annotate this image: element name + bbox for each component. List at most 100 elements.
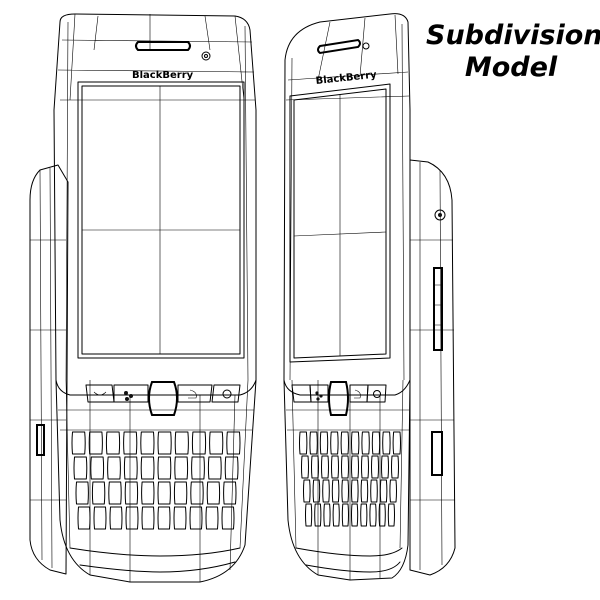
keyboard-key [205,506,219,530]
keyboard-key [321,455,329,479]
keyboard-key [303,479,311,503]
angled-phone-camera [362,42,370,50]
front-phone-speaker [135,41,191,51]
keyboard-key [206,481,221,505]
keyboard-key [323,503,331,527]
keyboard-key [123,431,138,455]
front-phone: BlackBerry [29,13,257,583]
keyboard-key [73,456,88,480]
keyboard-key [140,431,155,455]
keyboard-key [360,479,369,503]
keyboard-key [173,506,187,530]
keyboard-key [379,479,388,503]
keyboard-key [371,455,379,479]
keyboard-key [75,481,89,505]
keyboard-key [141,506,155,530]
angled-phone-trackpad [328,381,349,416]
caption: Subdivision Model [426,20,600,84]
keyboard-key [369,503,377,527]
keyboard-key [332,503,340,527]
keyboard-key [341,503,349,527]
front-phone-camera [201,51,211,61]
keyboard-key [157,456,172,480]
front-phone-end-button [211,384,241,403]
keyboard-key [392,431,401,455]
keyboard-key [141,481,155,505]
keyboard-key [381,455,389,479]
keyboard-key [125,506,139,530]
keyboard-key [174,456,189,480]
front-phone-screen [77,81,245,359]
keyboard-key [157,506,171,530]
keyboard-key [389,479,397,503]
front-phone-keyboard [71,431,241,530]
keyboard-key [309,431,318,455]
keyboard-key [361,431,370,455]
front-phone-trackpad [148,381,178,416]
keyboard-key [351,503,359,527]
keyboard-key [370,479,378,503]
keyboard-key [209,431,224,455]
keyboard-key [331,455,339,479]
keyboard-key [340,431,349,455]
keyboard-key [299,431,308,455]
keyboard-key [311,455,319,479]
keyboard-key [312,479,321,503]
keyboard-key [378,503,386,527]
keyboard-key [351,431,360,455]
keyboard-key [319,431,329,455]
keyboard-key [77,506,91,530]
keyboard-key [88,431,103,455]
keyboard-key [140,456,155,480]
keyboard-key [157,481,171,505]
keyboard-key [351,479,359,503]
keyboard-key [351,455,359,479]
keyboard-key [105,431,121,455]
front-phone-back-button [177,384,213,403]
keyboard-key [173,481,188,505]
keyboard-key [191,431,207,455]
keyboard-key [391,455,399,479]
front-phone-top-shell: BlackBerry [53,13,257,396]
front-phone-logo: BlackBerry [132,70,194,81]
keyboard-key [341,479,349,503]
angled-phone-end-button [366,384,387,403]
keyboard-key [123,456,138,480]
angled-phone-volume-keys [433,267,443,351]
keyboard-key [71,431,86,455]
keyboard-key [223,481,237,505]
keyboard-key [387,503,395,527]
keyboard-key [224,456,239,480]
keyboard-key [93,506,107,530]
keyboard-key [305,503,313,527]
angled-phone-side-key [431,431,443,476]
keyboard-key [382,431,391,455]
keyboard-key [124,481,139,505]
keyboard-key [107,456,121,480]
front-phone-menu-button [113,384,149,403]
keyboard-key [189,506,203,530]
keyboard-key [314,503,322,527]
angled-phone-top-shell: BlackBerry [283,13,411,396]
keyboard-key [322,479,330,503]
caption-line-2: Model [464,52,558,83]
keyboard-key [174,431,189,455]
keyboard-key [191,456,205,480]
keyboard-key [221,506,235,530]
keyboard-key [90,456,105,480]
keyboard-key [207,456,222,480]
keyboard-key [108,481,122,505]
keyboard-key [360,503,368,527]
caption-line-1: Subdivision [426,20,600,51]
keyboard-key [157,431,172,455]
keyboard-key [371,431,381,455]
angled-phone-screen [289,83,391,363]
angled-phone-menu-button [309,384,329,403]
keyboard-key [226,431,241,455]
angled-phone-side-lens [434,209,446,221]
keyboard-key [109,506,123,530]
front-phone-slider-side [29,164,69,575]
keyboard-key [190,481,204,505]
front-phone-lower-body [55,379,257,583]
